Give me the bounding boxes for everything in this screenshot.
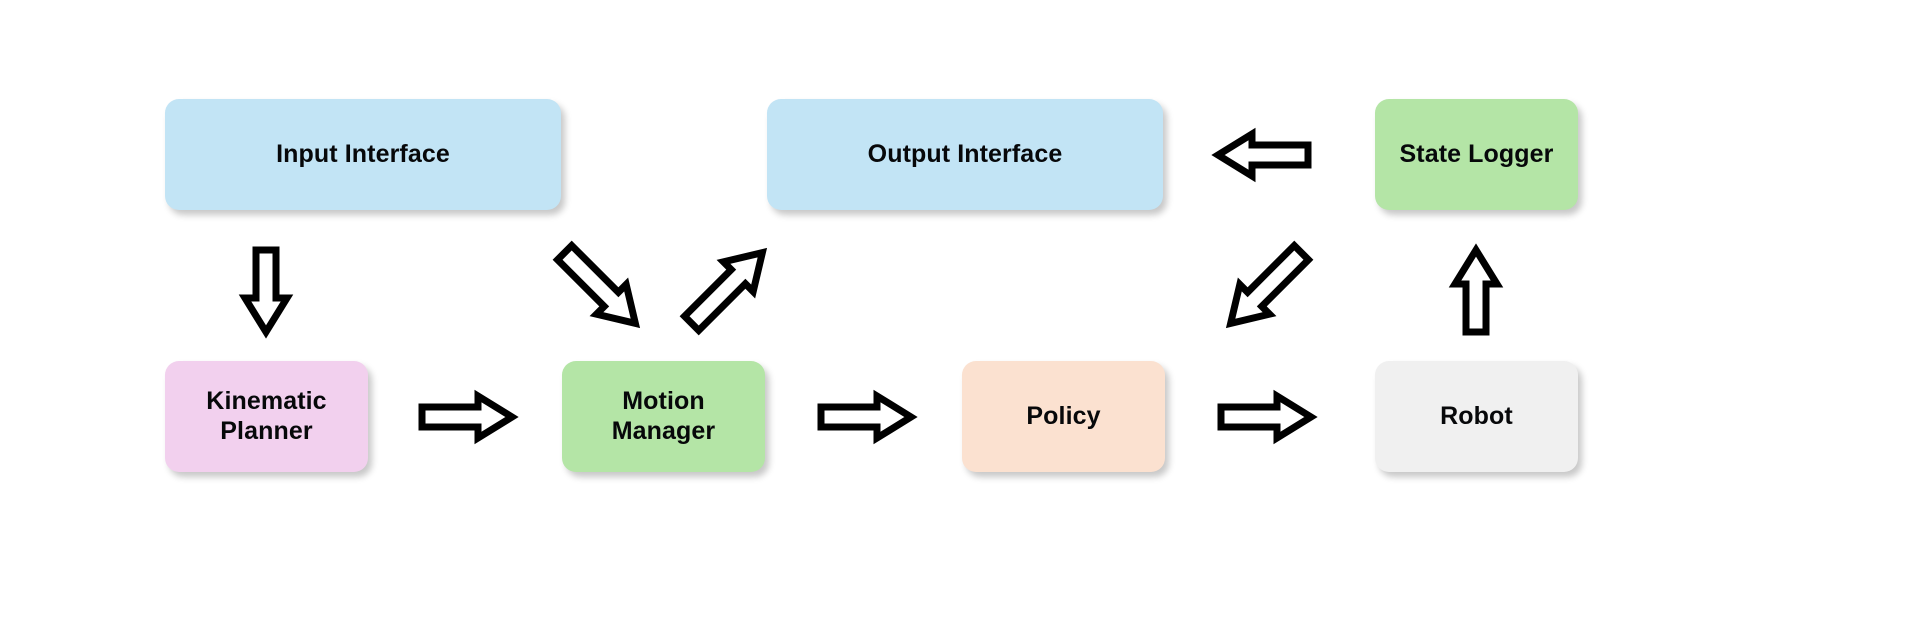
node-kinematic-planner[interactable]: Kinematic Planner <box>165 361 368 472</box>
arrow-policy-to-robot <box>1217 389 1318 445</box>
arrow-output-interface-to-policy <box>1216 238 1316 338</box>
arrow-robot-to-state-logger <box>1448 243 1504 336</box>
node-output-interface[interactable]: Output Interface <box>767 99 1163 210</box>
node-label-policy: Policy <box>1026 401 1101 430</box>
arrow-input-interface-to-motion-manager <box>550 238 650 338</box>
node-motion-manager[interactable]: Motion Manager <box>562 361 765 472</box>
node-policy[interactable]: Policy <box>962 361 1165 472</box>
node-label-motion-manager: Motion Manager <box>611 387 716 445</box>
arrow-state-logger-to-output-interface <box>1211 127 1312 183</box>
node-label-state-logger: State Logger <box>1399 139 1554 168</box>
node-label-input-interface: Input Interface <box>276 139 450 168</box>
arrow-input-interface-to-kinematic-planner <box>238 246 294 339</box>
node-label-kinematic-planner: Kinematic Planner <box>206 387 327 445</box>
node-robot[interactable]: Robot <box>1375 361 1578 472</box>
arrow-motion-manager-to-policy <box>817 389 918 445</box>
arrow-motion-manager-to-output-interface <box>677 238 777 338</box>
node-label-robot: Robot <box>1440 401 1513 430</box>
node-input-interface[interactable]: Input Interface <box>165 99 561 210</box>
arrow-kinematic-planner-to-motion-manager <box>418 389 519 445</box>
node-label-output-interface: Output Interface <box>867 139 1063 168</box>
node-state-logger[interactable]: State Logger <box>1375 99 1578 210</box>
